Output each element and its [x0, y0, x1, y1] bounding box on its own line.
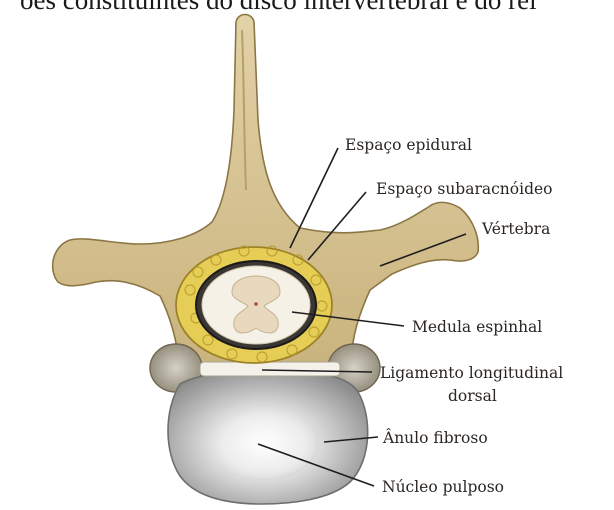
label-anulo-fibroso: Ânulo fibroso	[382, 429, 488, 447]
top-caption: ões constituintes do disco intervertebra…	[20, 0, 537, 15]
label-ligamento-line1: Ligamento longitudinal	[380, 364, 563, 382]
label-medula-espinhal: Medula espinhal	[412, 318, 542, 336]
label-vertebra: Vértebra	[481, 220, 550, 238]
intervertebral-disc	[168, 370, 368, 504]
spinal-canal	[176, 246, 332, 363]
label-nucleo-pulposo: Núcleo pulposo	[382, 478, 504, 496]
label-espaco-epidural: Espaço epidural	[345, 136, 472, 154]
labels: Espaço epidural Espaço subaracnóideo Vér…	[345, 136, 563, 496]
label-espaco-subaracnoideo: Espaço subaracnóideo	[376, 180, 553, 198]
dorsal-ligament	[200, 362, 340, 376]
label-ligamento-line2: dorsal	[448, 387, 497, 405]
